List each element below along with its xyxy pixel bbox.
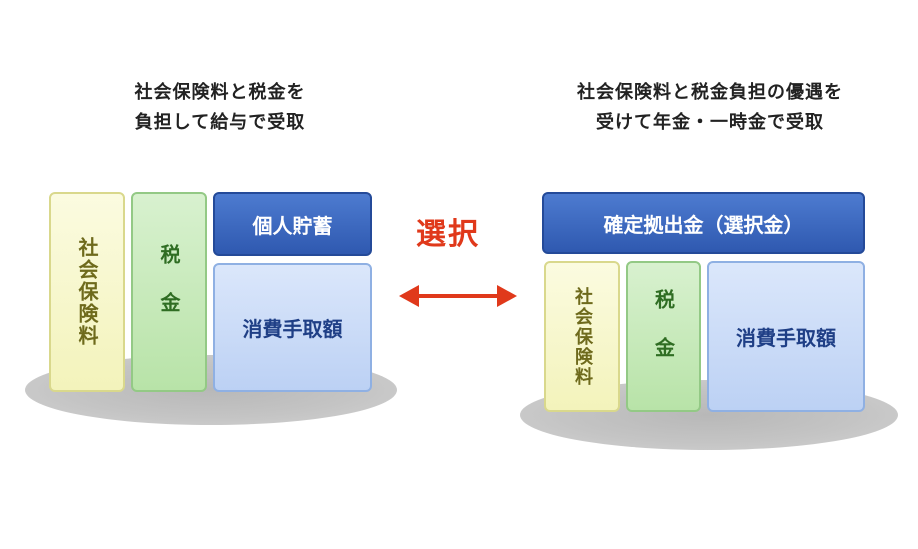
right-social-insurance-box: 社会保険料: [544, 261, 620, 412]
choice-label: 選択: [416, 217, 480, 252]
left-savings-box: 個人貯蓄: [213, 192, 372, 256]
double-arrow-icon: [399, 285, 517, 307]
right-tax-box: 税金: [626, 261, 701, 412]
left-social-insurance-label: 社会保険料: [75, 237, 99, 347]
left-take-home-label: 消費手取額: [242, 317, 343, 341]
right-dc-plan-box: 確定拠出金（選択金）: [542, 192, 865, 254]
left-caption-line1: 社会保険料と税金を: [134, 82, 306, 103]
right-take-home-box: 消費手取額: [707, 261, 865, 412]
left-tax-box: 税金: [131, 192, 207, 392]
left-take-home-box: 消費手取額: [213, 263, 372, 392]
right-take-home-label: 消費手取額: [736, 326, 836, 350]
left-caption-line2: 負担して給与で受取: [134, 112, 306, 133]
right-dc-plan-label: 確定拠出金（選択金）: [603, 212, 804, 237]
right-tax-label: 税金: [651, 288, 676, 385]
right-caption: 社会保険料と税金負担の優遇を 受けて年金・一時金で受取: [515, 78, 905, 138]
right-social-insurance-label: 社会保険料: [572, 286, 593, 387]
left-social-insurance-box: 社会保険料: [49, 192, 125, 392]
left-savings-label: 個人貯蓄: [252, 213, 333, 238]
right-caption-line2: 受けて年金・一時金で受取: [596, 112, 824, 133]
right-caption-line1: 社会保険料と税金負担の優遇を: [577, 82, 843, 103]
left-tax-label: 税金: [157, 244, 181, 340]
left-caption: 社会保険料と税金を 負担して給与で受取: [50, 78, 390, 138]
